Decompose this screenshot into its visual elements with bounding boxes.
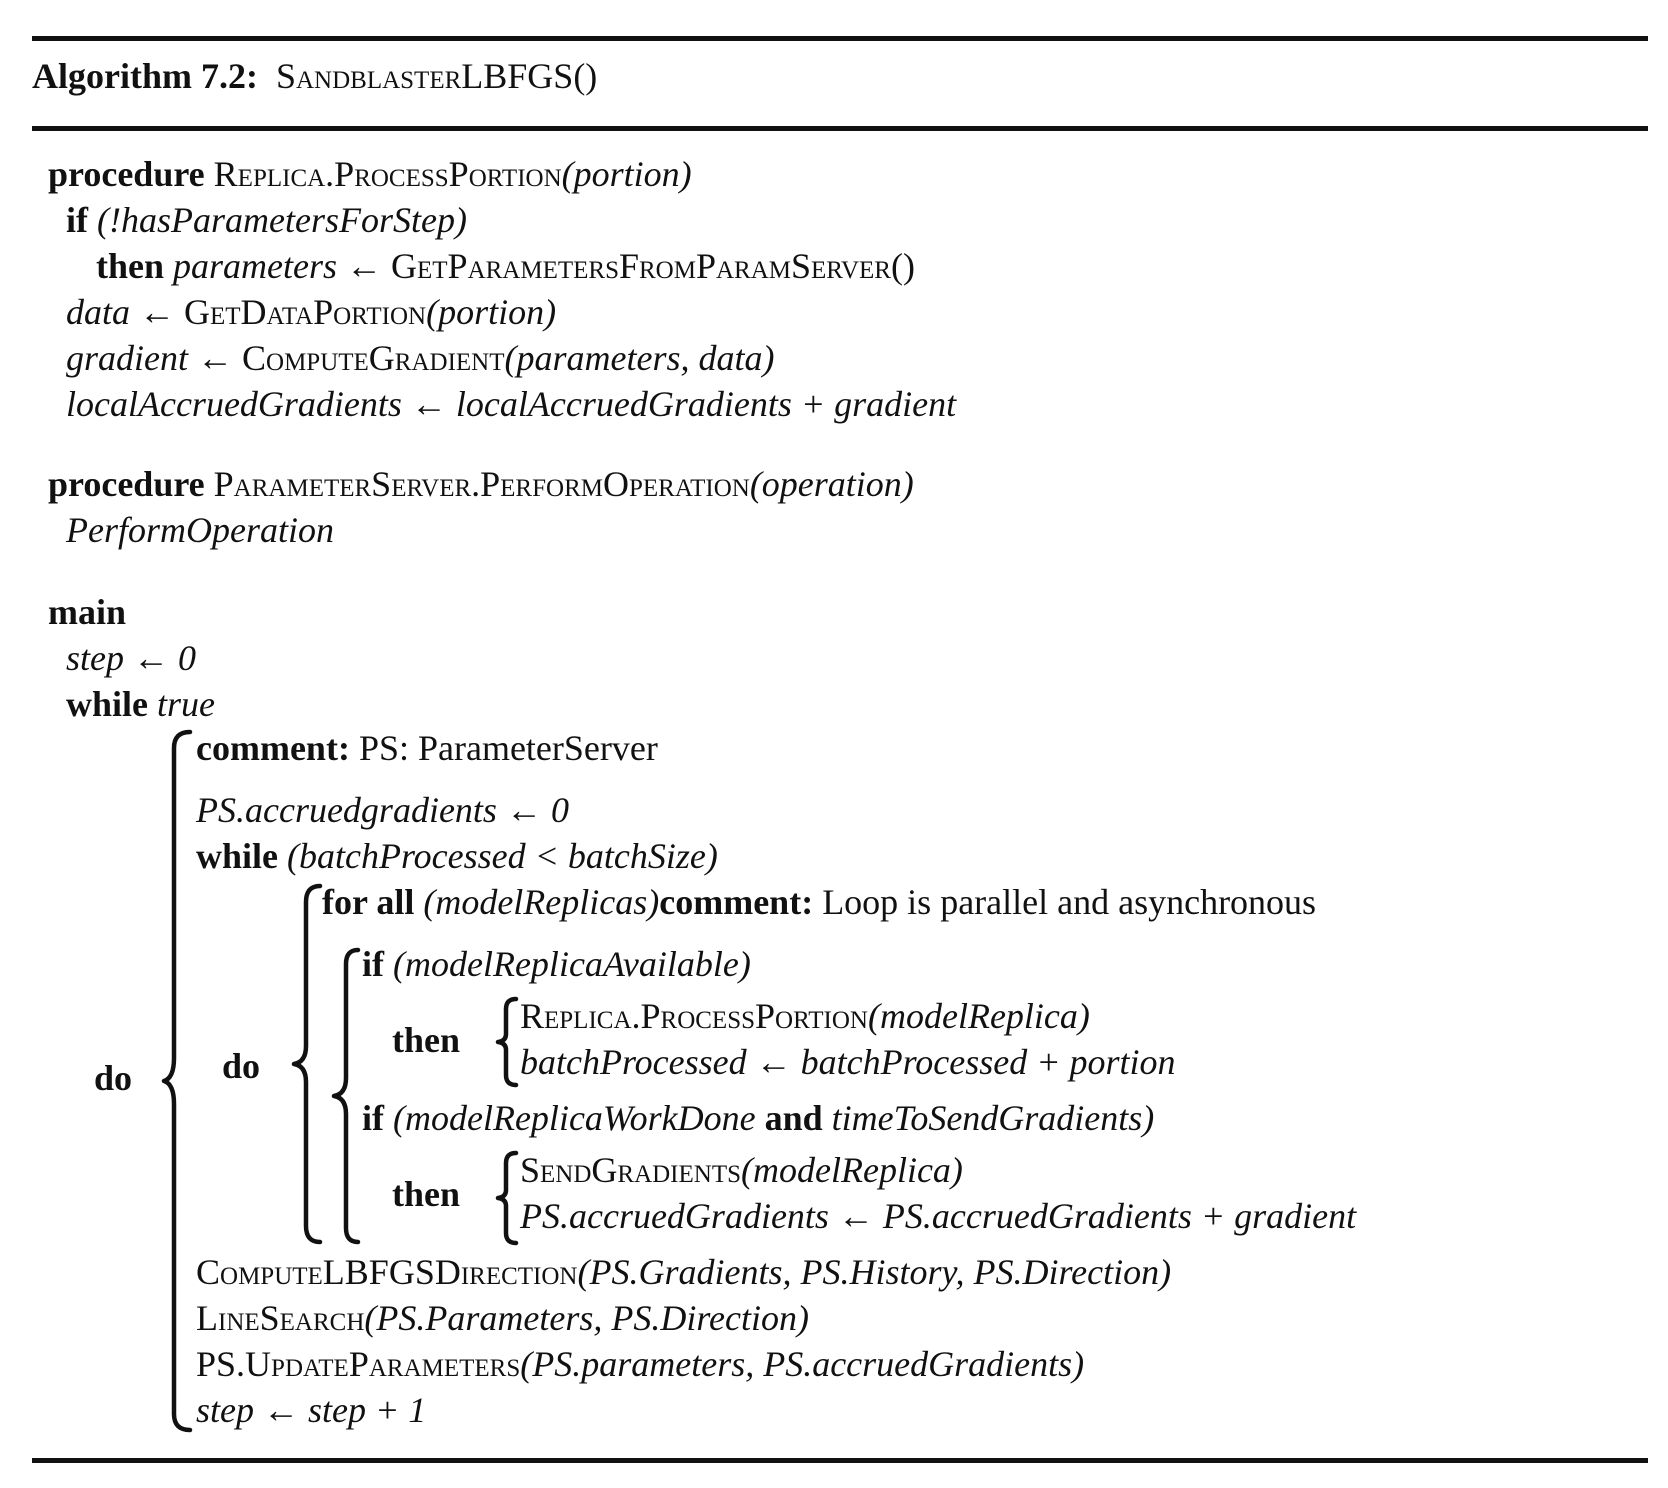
do-label-inner: do (222, 1046, 261, 1086)
header-rule (32, 126, 1648, 131)
then2b: batchProcessed ← batchProcessed + portio… (520, 1042, 1176, 1082)
grad-fn: ComputeGradient (242, 338, 505, 378)
step-inc-line: step ← step + 1 (196, 1390, 426, 1430)
if2-cond: (modelReplicaAvailable) (393, 944, 751, 984)
kw-comment: comment: (196, 728, 350, 768)
arrow: ← (139, 292, 176, 332)
proc1-line: procedure Replica.ProcessPortion(portion… (48, 154, 692, 194)
if3-cond-b: timeToSendGradients) (831, 1098, 1155, 1138)
algorithm-name: SandblasterLBFGS() (275, 56, 598, 96)
then2a-line: Replica.ProcessPortion(modelReplica) (520, 996, 1090, 1036)
ps-init-line: PS.accruedgradients ← 0 (196, 790, 569, 830)
if3-line: if (modelReplicaWorkDone and timeToSendG… (362, 1098, 1154, 1138)
lbfgs-line: ComputeLBFGSDirection(PS.Gradients, PS.H… (196, 1252, 1171, 1292)
algorithm-label: Algorithm 7.2: (32, 56, 258, 96)
then1-paren: () (890, 246, 915, 286)
linesearch-args: (PS.Parameters, PS.Direction) (364, 1298, 809, 1338)
do-label-outer: do (94, 1058, 133, 1098)
then3a-args: (modelReplica) (741, 1150, 963, 1190)
accr-rhs: localAccruedGradients + gradient (455, 384, 957, 424)
kw-procedure: procedure (48, 464, 205, 504)
linesearch-line: LineSearch(PS.Parameters, PS.Direction) (196, 1298, 809, 1338)
then2-brace (495, 996, 519, 1088)
kw-and: and (764, 1098, 823, 1138)
then3b-line: PS.accruedGradients ← PS.accruedGradient… (520, 1196, 1356, 1236)
kw-if: if (362, 944, 384, 984)
while2-cond: (batchProcessed < batchSize) (287, 836, 718, 876)
then3-label: then (392, 1174, 460, 1214)
then3-brace (495, 1150, 519, 1246)
data-fn: GetDataPortion (184, 292, 427, 332)
if1-line: if (!hasParametersForStep) (66, 200, 467, 240)
kw-if: if (66, 200, 88, 240)
update-args: (PS.parameters, PS.accruedGradients) (520, 1344, 1085, 1384)
forall-brace (331, 947, 361, 1245)
kw-comment: comment: (659, 882, 814, 922)
kw-procedure: procedure (48, 154, 205, 194)
if2-line: if (modelReplicaAvailable) (362, 944, 751, 984)
accr-lhs: localAccruedGradients (66, 384, 402, 424)
while-brace (291, 883, 323, 1245)
then3b: PS.accruedGradients ← PS.accruedGradient… (520, 1196, 1357, 1236)
then2-label: then (392, 1020, 460, 1060)
while1-line: while true (66, 684, 215, 724)
perform-operation: PerformOperation (66, 510, 334, 550)
kw-while: while (196, 836, 279, 876)
algorithm-header: Algorithm 7.2: SandblasterLBFGS() (32, 56, 597, 96)
data-lhs: data (66, 292, 131, 332)
forall-line: for all (modelReplicas)comment: Loop is … (322, 882, 1316, 922)
arrow: ← (410, 384, 447, 424)
lbfgs-args: (PS.Gradients, PS.History, PS.Direction) (577, 1252, 1172, 1292)
while2-line: while (batchProcessed < batchSize) (196, 836, 718, 876)
top-rule (32, 36, 1648, 41)
if1-cond: (!hasParametersForStep) (97, 200, 467, 240)
comment1-text: PS: ParameterServer (358, 728, 658, 768)
then3a-fn: SendGradients (520, 1150, 742, 1190)
proc1-args: (portion) (561, 154, 692, 194)
then3a-line: SendGradients(modelReplica) (520, 1150, 963, 1190)
bottom-rule (32, 1458, 1648, 1463)
step-inc: step ← step + 1 (196, 1390, 427, 1430)
kw-then: then (392, 1020, 461, 1060)
update-line: PS.UpdateParameters(PS.parameters, PS.ac… (196, 1344, 1084, 1384)
accr-line: localAccruedGradients ← localAccruedGrad… (66, 384, 956, 424)
if3-cond-a: (modelReplicaWorkDone (393, 1098, 756, 1138)
ps-init: PS.accruedgradients ← 0 (196, 790, 569, 830)
proc2-name: ParameterServer.PerformOperation (213, 464, 750, 504)
proc2-args: (operation) (749, 464, 914, 504)
main-line: main (48, 592, 126, 632)
proc1-name: Replica.ProcessPortion (213, 154, 562, 194)
linesearch-fn: LineSearch (196, 1298, 365, 1338)
then1-rhs: GetParametersFromParamServer (391, 246, 891, 286)
grad-args: (parameters, data) (504, 338, 775, 378)
proc2-line: procedure ParameterServer.PerformOperati… (48, 464, 914, 504)
step-init-line: step ← 0 (66, 638, 196, 678)
grad-lhs: gradient (66, 338, 188, 378)
grad-line: gradient ← ComputeGradient(parameters, d… (66, 338, 774, 378)
comment1-line: comment: PS: ParameterServer (196, 728, 658, 768)
kw-main: main (48, 592, 127, 632)
outer-brace (161, 729, 193, 1433)
while-true: true (157, 684, 216, 724)
comment2-text: Loop is parallel and asynchronous (822, 882, 1317, 922)
arrow: ← (346, 246, 383, 286)
lbfgs-fn: ComputeLBFGSDirection (196, 1252, 578, 1292)
data-line: data ← GetDataPortion(portion) (66, 292, 556, 332)
update-fn: PS.UpdateParameters (196, 1344, 521, 1384)
then2a-fn: Replica.ProcessPortion (520, 996, 868, 1036)
data-args: (portion) (426, 292, 557, 332)
perform-line: PerformOperation (66, 510, 334, 550)
kw-while: while (66, 684, 149, 724)
then2b-line: batchProcessed ← batchProcessed + portio… (520, 1042, 1176, 1082)
kw-for-all: for all (322, 882, 415, 922)
then2a-args: (modelReplica) (867, 996, 1090, 1036)
step-init: step ← 0 (66, 638, 196, 678)
arrow: ← (197, 338, 233, 378)
kw-then: then (392, 1174, 461, 1214)
kw-if: if (362, 1098, 384, 1138)
then1-line: then parameters ← GetParametersFromParam… (96, 246, 915, 286)
forall-cond: (modelReplicas) (423, 882, 660, 922)
kw-then: then (96, 246, 165, 286)
then1-lhs: parameters (173, 246, 338, 286)
